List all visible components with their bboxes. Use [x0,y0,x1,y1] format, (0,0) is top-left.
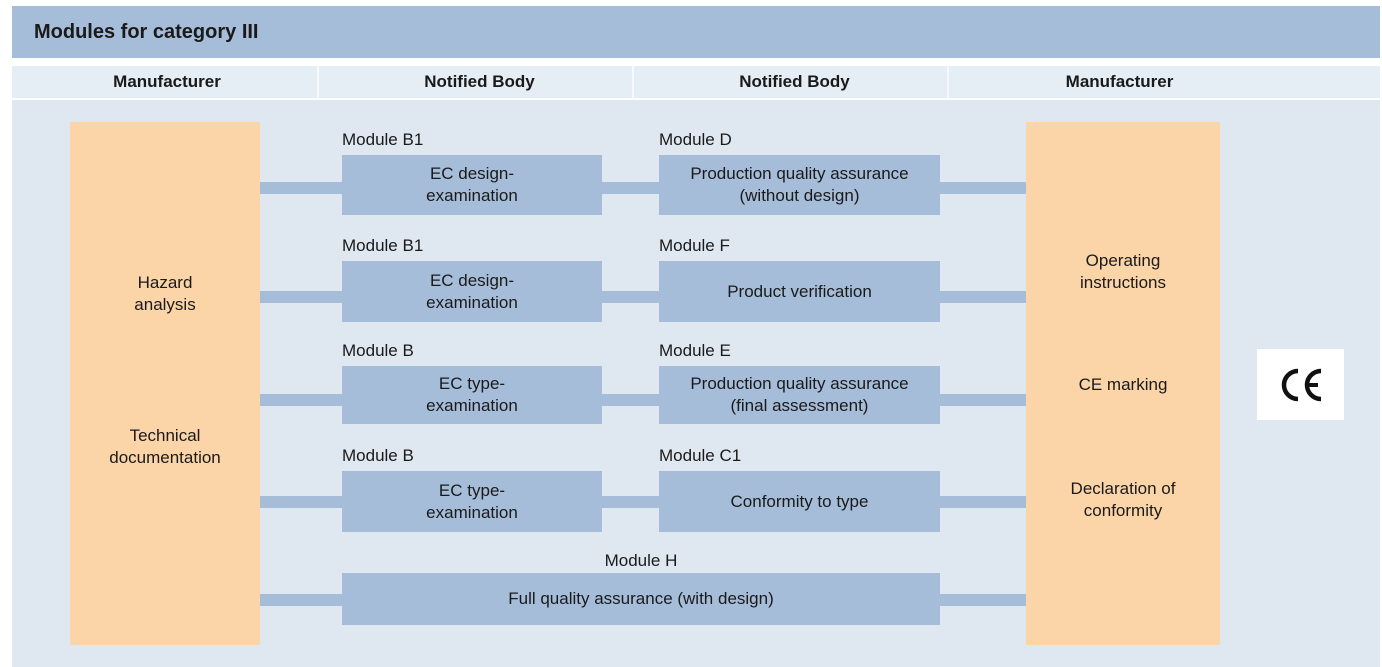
ce-marking-label: CE marking [1078,375,1168,394]
module-box: EC design-examination [342,155,602,215]
title-bar: Modules for category III [12,6,1380,58]
column-divider [317,66,319,98]
module-label: Module B1 [342,236,424,255]
column-header-notified-body-left: Notified Body [424,72,535,91]
column-header-row: Manufacturer Notified Body Notified Body… [12,66,1380,98]
module-label: Module C1 [659,446,742,465]
manufacturer-input-panel: Hazard analysis Technical documentation [70,122,260,645]
module-box: EC design-examination [342,261,602,322]
module-box: Conformity to type [659,471,940,532]
module-box: EC type-examination [342,366,602,424]
column-header-notified-body-right: Notified Body [739,72,850,91]
module-label: Module B1 [342,130,424,149]
module-box: Full quality assurance (with design) [342,573,940,625]
module-box: Production quality assurance(final asses… [659,366,940,424]
module-label: Module H [604,551,678,570]
technical-documentation-label: Technical documentation [109,426,221,467]
column-header-manufacturer-left: Manufacturer [113,72,221,91]
module-label: Module D [659,130,732,149]
module-box: EC type-examination [342,471,602,532]
ce-mark-icon [1281,368,1322,402]
column-divider [947,66,949,98]
page-title: Modules for category III [34,21,259,43]
module-box: Product verification [659,261,940,322]
module-label: Module F [659,236,730,255]
operating-instructions-label: Operating instructions [1080,251,1166,292]
module-label: Module B [342,341,414,360]
ce-mark-icon [1257,349,1344,420]
module-label: Module B [342,446,414,465]
hazard-analysis-label: Hazard analysis [134,273,196,314]
module-label: Module E [659,341,731,360]
declaration-of-conformity-label: Declaration of conformity [1070,479,1176,520]
column-divider [632,66,634,98]
diagram-area: Hazard analysis Technical documentation … [12,100,1380,667]
manufacturer-output-panel: Operating instructions CE marking Declar… [1026,122,1220,645]
column-header-manufacturer-right: Manufacturer [1065,72,1174,91]
module-box: Production quality assurance(without des… [659,155,940,215]
